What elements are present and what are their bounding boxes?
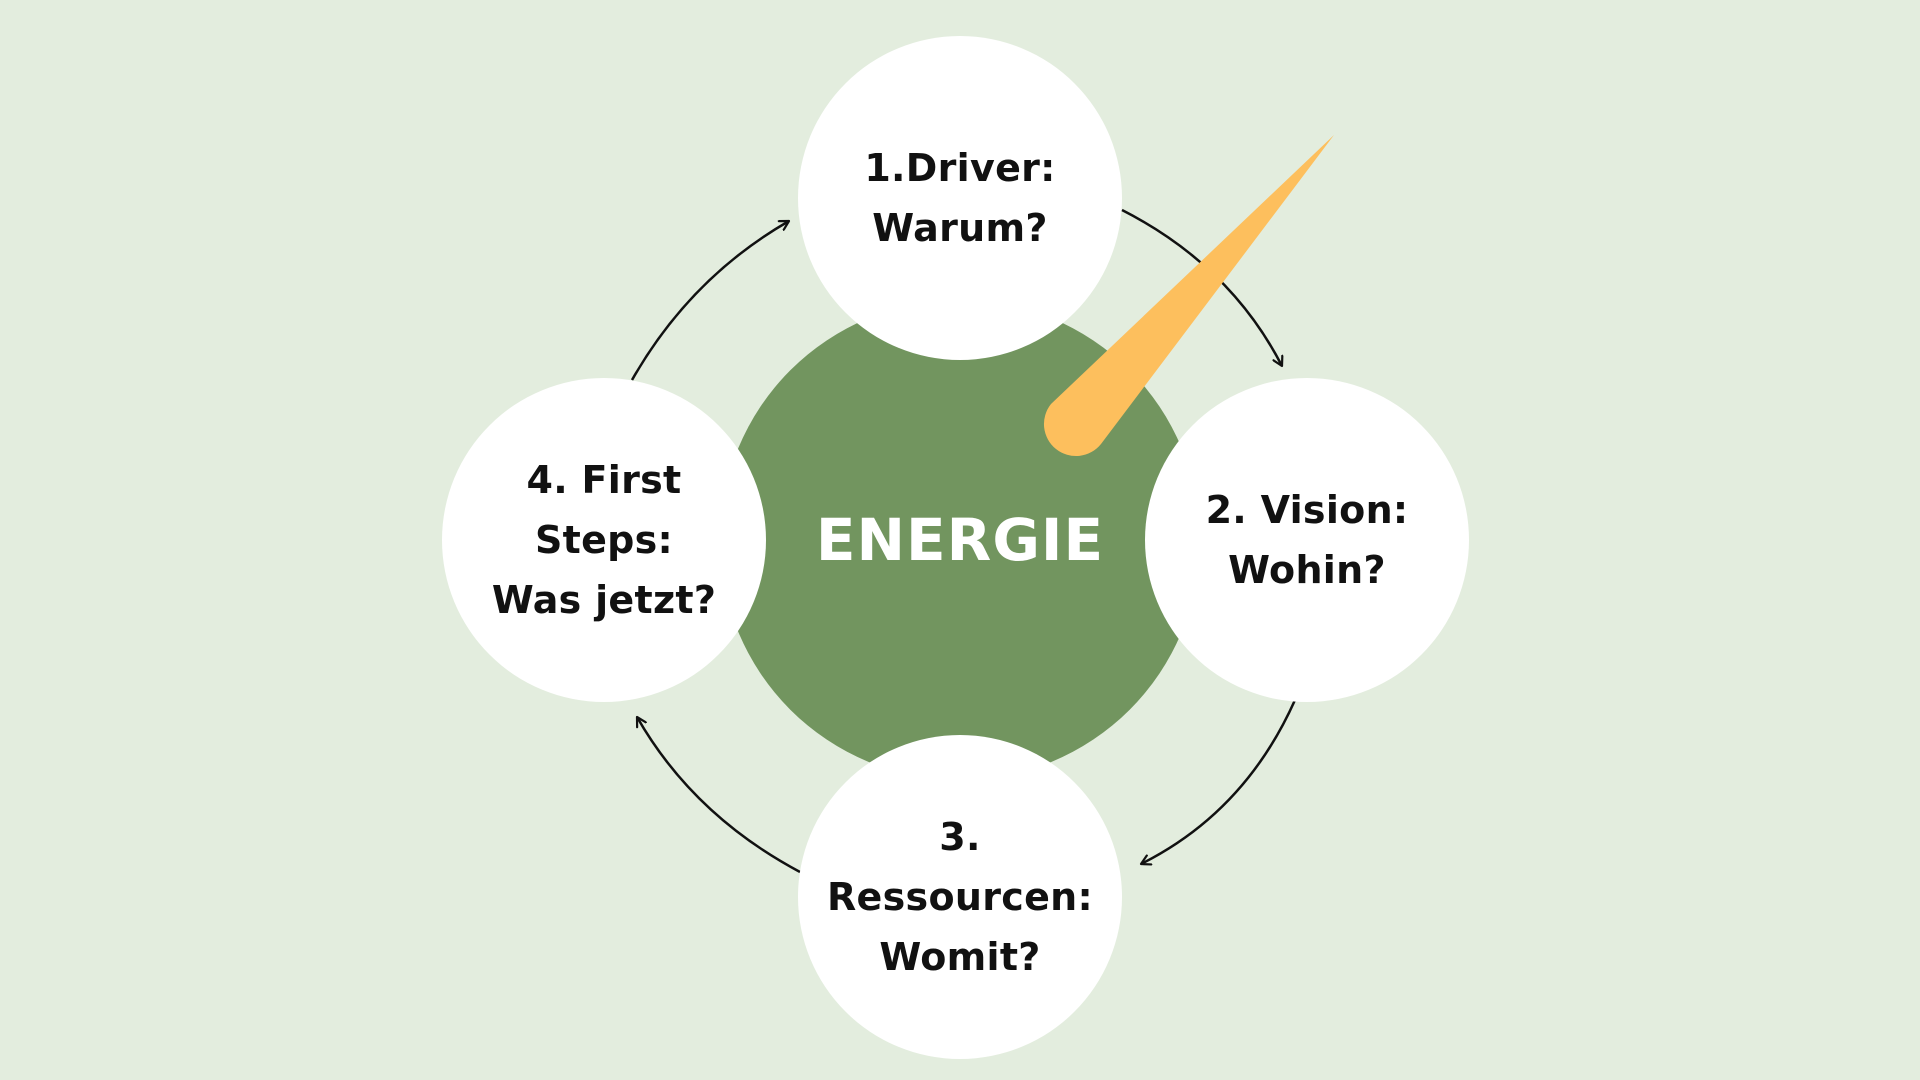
gauge-needle-icon (1043, 135, 1334, 457)
step-driver-label: 1.Driver: Warum? (864, 146, 1056, 250)
step-first-steps-label: 4. First Steps: Was jetzt? (491, 458, 717, 622)
arrow-ressourcen-to-steps (637, 717, 801, 874)
step-driver-node: 1.Driver: Warum? (798, 36, 1122, 360)
energy-label-text: ENERGIE (815, 506, 1105, 574)
step-first-steps-node: 4. First Steps: Was jetzt? (442, 378, 766, 702)
energy-center-label: ENERGIE (760, 500, 1160, 580)
arrow-steps-to-driver (630, 221, 789, 381)
arrow-vision-to-ressourcen (1141, 699, 1297, 864)
step-vision-label: 2. Vision: Wohin? (1205, 488, 1409, 592)
step-vision-node: 2. Vision: Wohin? (1145, 378, 1469, 702)
step-ressourcen-node: 3. Ressourcen: Womit? (798, 735, 1122, 1059)
step-ressourcen-label: 3. Ressourcen: Womit? (826, 815, 1094, 979)
